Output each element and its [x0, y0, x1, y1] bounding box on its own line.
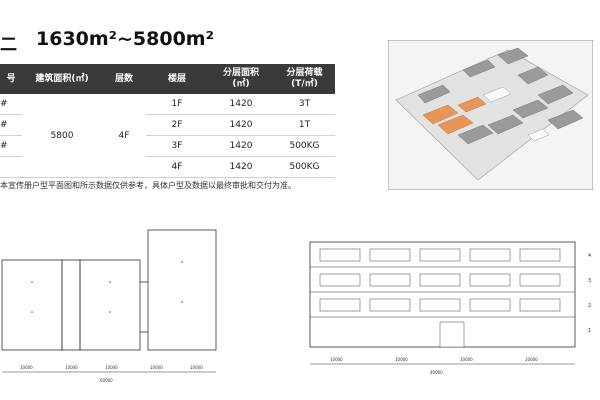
- table-row: 4F 1420 500KG: [0, 156, 335, 178]
- plan-total-dim: 60000: [100, 378, 113, 383]
- row-mark: [0, 156, 22, 178]
- table-row: # 3F 1420 500KG: [0, 135, 335, 157]
- elev-dim: 10000: [395, 357, 408, 362]
- plan-dim: 10000: [190, 365, 203, 370]
- header-no: 号: [6, 73, 16, 84]
- table-header-row: 号 建筑面积(㎡) 层数 楼层 分层面积 (㎡) 分层荷载 (T/㎡): [0, 64, 335, 94]
- floor-load-cell: 500KG: [274, 135, 335, 157]
- floor-cell: 2F: [146, 114, 208, 136]
- level-label: 3: [588, 278, 591, 284]
- building-area-cell: 5800: [22, 94, 102, 178]
- plan-dim: 10000: [105, 365, 118, 370]
- header-floor: 楼层: [167, 73, 186, 84]
- floor-area-cell: 1420: [208, 94, 274, 115]
- floor-count-cell: 4F: [102, 94, 146, 178]
- elevation-drawing: 10000 10000 10000 10000 40000 4 3 2 1: [309, 241, 591, 375]
- header-floor-load: 分层荷载 (T/㎡): [286, 68, 323, 89]
- level-label: 1: [588, 328, 591, 334]
- floor-cell: 1F: [146, 94, 208, 115]
- title-tag: 二: [0, 35, 17, 55]
- plan-dim: 10000: [20, 365, 33, 370]
- row-mark: #: [0, 135, 22, 157]
- floor-cell: 3F: [146, 135, 208, 157]
- floor-cell: 4F: [146, 156, 208, 178]
- row-mark: #: [0, 94, 22, 115]
- row-mark: #: [0, 114, 22, 136]
- floor-area-cell: 1420: [208, 135, 274, 157]
- floor-area-cell: 1420: [208, 156, 274, 178]
- elev-dim: 10000: [525, 357, 538, 362]
- elev-total-dim: 40000: [430, 370, 443, 375]
- plan-dim: 10000: [65, 365, 78, 370]
- elev-dim: 10000: [330, 357, 343, 362]
- plan-dim: 10000: [150, 365, 163, 370]
- header-floor-area: 分层面积 (㎡): [222, 68, 259, 89]
- header-floor-count: 层数: [114, 73, 133, 84]
- level-label: 4: [588, 253, 591, 259]
- area-range-title: 1630m²~5800m²: [36, 28, 214, 50]
- table-row: # 2F 1420 1T: [0, 114, 335, 136]
- table-row: # 5800 4F 1F 1420 3T: [0, 94, 335, 178]
- floor-load-cell: 1T: [274, 114, 335, 136]
- floor-area-cell: 1420: [208, 114, 274, 136]
- aerial-site-image: [388, 40, 593, 190]
- floor-load-cell: 500KG: [274, 156, 335, 178]
- floor-load-cell: 3T: [274, 94, 335, 115]
- spec-table: 号 建筑面积(㎡) 层数 楼层 分层面积 (㎡) 分层荷载 (T/㎡) # 58…: [0, 64, 335, 178]
- elev-dim: 10000: [460, 357, 473, 362]
- header-building-area: 建筑面积(㎡): [35, 73, 89, 84]
- disclaimer-footnote: 本宣传册户型平面图和所示数据仅供参考，具体户型及数据以最终审批和交付为准。: [0, 181, 296, 190]
- title-bar: 二 1630m²~5800m²: [0, 28, 330, 58]
- floor-plan-drawing: 10000 10000 10000 10000 10000 60000: [1, 229, 217, 383]
- level-label: 2: [588, 303, 591, 309]
